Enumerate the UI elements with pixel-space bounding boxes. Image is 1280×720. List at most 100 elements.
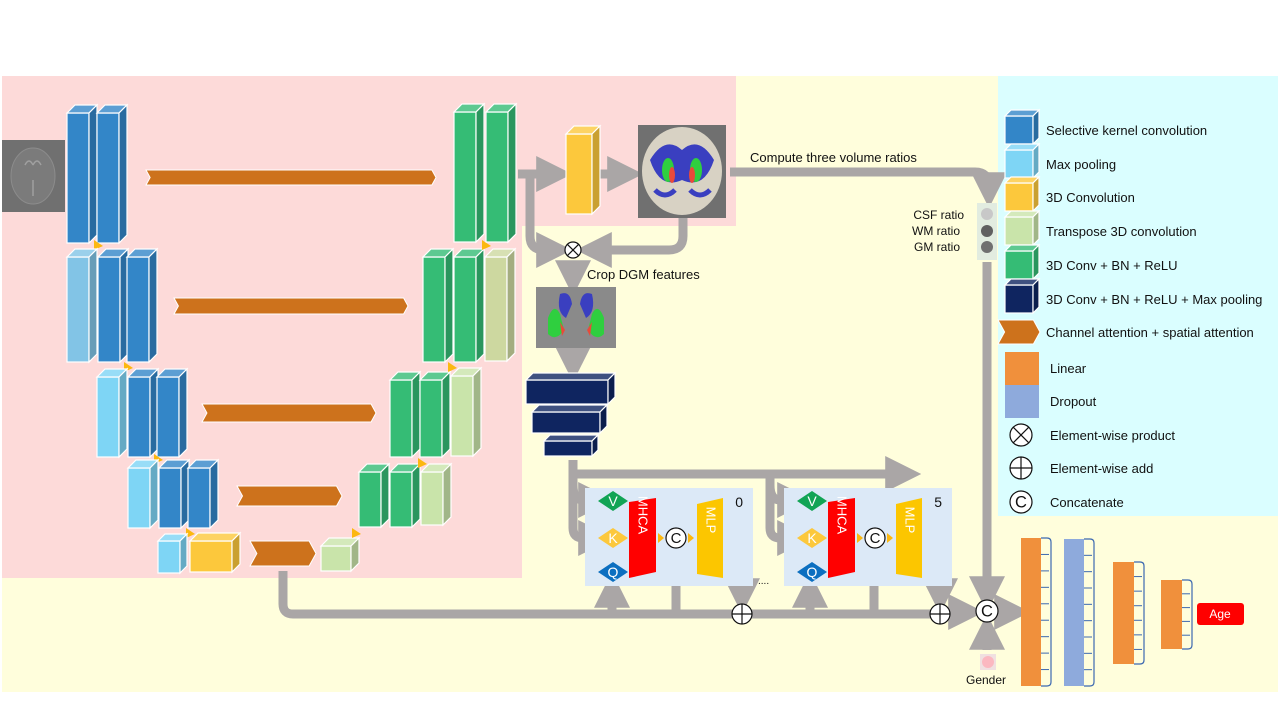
key-diamond <box>598 528 628 548</box>
legend-label: Transpose 3D convolution <box>1046 224 1197 239</box>
legend-cube-icon <box>1003 108 1041 146</box>
legend-cube-icon <box>1003 209 1041 247</box>
legend-item: Linear <box>1005 352 1087 385</box>
gender-input <box>980 654 996 670</box>
wm-ratio-label: WM ratio <box>912 224 960 238</box>
encoder-l4-block <box>157 458 191 530</box>
skip-pointer-icon <box>418 458 427 468</box>
decoder-l3-block <box>388 370 422 459</box>
legend-item: Selective kernel convolution <box>1003 108 1207 146</box>
mhca-module <box>828 498 855 578</box>
skip-pointer-icon <box>448 362 457 372</box>
bottleneck-pool <box>156 532 189 575</box>
legend-concat-icon: C <box>1009 490 1033 514</box>
legend-item: C Concatenate <box>1009 490 1124 514</box>
decoder-l4-block <box>357 462 391 529</box>
legend-label: Linear <box>1050 361 1087 376</box>
arrow-to-k5 <box>765 474 814 556</box>
value-diamond-label: V <box>807 493 817 509</box>
legend-chevron-icon <box>997 319 1041 345</box>
dropout-layer <box>1064 538 1095 687</box>
bottleneck-conv3d <box>188 531 242 574</box>
skip-attention-l1 <box>145 169 437 186</box>
crop-dgm-label: Crop DGM features <box>587 267 700 282</box>
decoder-l3-block <box>418 370 452 459</box>
linear-layer-1 <box>1021 537 1052 687</box>
decoder-l5-transpose <box>319 536 361 573</box>
skip-pointer-icon <box>94 240 103 250</box>
skip-attention-l3 <box>201 403 377 423</box>
block-index-label: 0 <box>735 494 743 510</box>
legend-item: Element-wise add <box>1009 456 1153 480</box>
legend-label: Concatenate <box>1050 495 1124 510</box>
linear-layer-2 <box>1113 561 1145 665</box>
dgm-encoder-block-2 <box>530 403 609 435</box>
legend-label: Channel attention + spatial attention <box>1046 325 1254 340</box>
legend-item: Element-wise product <box>1009 423 1175 447</box>
legend-otimes-icon <box>1009 423 1033 447</box>
skip-pointer-icon <box>482 240 491 250</box>
value-diamond <box>598 491 628 511</box>
skip-pointer-icon <box>186 528 195 538</box>
legend-item: 3D Conv + BN + ReLU + Max pooling <box>1003 277 1262 315</box>
element-wise-add-0 <box>731 603 753 625</box>
arrow-to-k0 <box>568 474 615 556</box>
age-output-box <box>1197 603 1244 625</box>
mhca-label: MHCA <box>636 496 651 535</box>
encoder-l2-block <box>96 247 130 364</box>
legend-oplus-icon <box>1009 456 1033 480</box>
concat-symbol: C <box>864 527 886 549</box>
legend-item: Transpose 3D convolution <box>1003 209 1197 247</box>
legend-cube-icon <box>1003 142 1041 180</box>
dgm-encoder-block-3 <box>542 433 600 458</box>
unet-region <box>2 76 736 578</box>
legend-item: Max pooling <box>1003 142 1116 180</box>
mlp-module <box>896 498 922 578</box>
legend-label: Max pooling <box>1046 157 1116 172</box>
linear-layer-3-bar <box>1161 580 1182 649</box>
legend-label: Element-wise product <box>1050 428 1175 443</box>
mlp-label: MLP <box>704 507 719 534</box>
legend-square-icon <box>1005 352 1039 385</box>
arrow-seg-to-product <box>575 218 688 268</box>
key-diamond-label: K <box>608 530 618 546</box>
query-diamond-label: Q <box>807 564 818 580</box>
encoder-l3-block <box>126 367 160 459</box>
legend-cube-icon <box>1003 243 1041 281</box>
blocks-ellipsis: .... <box>758 576 769 587</box>
concat-symbol-text: C <box>981 603 993 621</box>
element-wise-product-symbol <box>564 241 582 259</box>
concat-symbol-text: C <box>870 530 881 547</box>
mhca-label: MHCA <box>835 496 850 535</box>
element-wise-add-5 <box>929 603 951 625</box>
query-diamond-label: Q <box>608 564 619 580</box>
bottom-feature-bus <box>278 571 960 619</box>
legend-label: Element-wise add <box>1050 461 1153 476</box>
linear-layer-2-bar <box>1113 562 1134 664</box>
legend-label: 3D Conv + BN + ReLU + Max pooling <box>1046 292 1262 307</box>
decoder-l2-block <box>421 247 455 364</box>
wm-ratio-dot <box>981 225 993 237</box>
dgm-encoder-block-1 <box>524 371 617 406</box>
concat-symbol-text: C <box>671 530 682 547</box>
decoder-l4-block <box>388 462 422 529</box>
flow-arrows <box>278 156 1031 650</box>
csf-ratio-label: CSF ratio <box>913 208 964 222</box>
cropped-dgm-image <box>536 287 616 348</box>
mhca-module <box>629 498 656 578</box>
gm-ratio-dot <box>981 241 993 253</box>
csf-ratio-dot <box>981 208 993 220</box>
legend-label: 3D Conv + BN + ReLU <box>1046 258 1178 273</box>
arrow-compute-ratios <box>730 167 1007 209</box>
unet-encoder-decoder <box>2 102 518 575</box>
age-output-label: Age <box>1209 607 1231 621</box>
decoder-l1-block <box>452 102 486 244</box>
segmentation-map <box>638 125 726 218</box>
legend-label: Dropout <box>1050 394 1097 409</box>
